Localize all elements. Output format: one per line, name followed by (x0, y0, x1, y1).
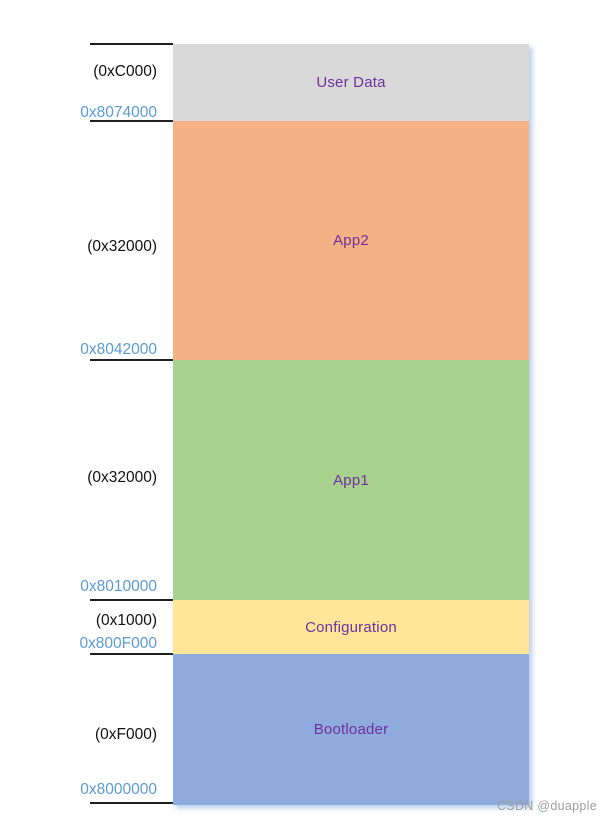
tick-line-0x800F000 (90, 653, 173, 655)
size-label-bootloader: (0xF000) (94, 726, 157, 743)
region-label-app1: App1 (333, 471, 369, 489)
region-label-bootloader: Bootloader (313, 721, 389, 738)
size-label-app2: (0x32000) (87, 238, 157, 255)
memory-map-stack: User Data App2 App1 Configuration Bootlo… (173, 44, 529, 805)
memory-region-user-data: User Data (173, 44, 529, 121)
memory-region-bootloader: Bootloader (173, 654, 529, 805)
size-label-app1: (0x32000) (87, 469, 157, 486)
region-label-configuration: Configuration (305, 618, 397, 636)
tick-line-top-user-data (90, 43, 173, 45)
tick-line-0x8042000 (90, 359, 173, 361)
region-label-app2: App2 (333, 232, 369, 249)
memory-region-configuration: Configuration (173, 600, 529, 654)
tick-line-0x8000000 (90, 802, 173, 804)
tick-line-0x8074000 (90, 120, 173, 122)
address-label-bootloader: 0x8000000 (80, 781, 157, 798)
csdn-watermark: CSDN @duapple (497, 799, 597, 813)
address-label-app1: 0x8010000 (80, 578, 157, 595)
address-label-user-data: 0x8074000 (80, 104, 157, 121)
size-label-user-data: (0xC000) (93, 63, 157, 80)
region-label-user-data: User Data (316, 74, 386, 91)
address-label-configuration: 0x800F000 (79, 635, 157, 652)
memory-region-app1: App1 (173, 360, 529, 600)
tick-line-0x8010000 (90, 599, 173, 601)
size-label-configuration: (0x1000) (95, 612, 157, 629)
memory-region-app2: App2 (173, 121, 529, 360)
address-label-app2: 0x8042000 (80, 341, 157, 358)
